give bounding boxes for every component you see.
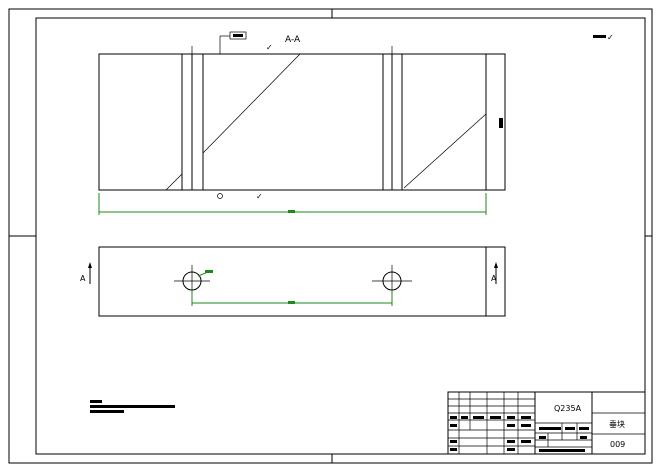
section-view-a-a [98,46,506,191]
hole-callout [197,270,213,277]
svg-text:A: A [491,274,497,283]
general-roughness-symbol: ✓ [607,33,614,42]
frame-center-marks [9,9,652,463]
section-arrow-right: A [491,262,498,284]
title-part-name: 垂块 [609,419,625,429]
general-roughness-note: ✓ [593,33,614,42]
right-side-mark [499,118,503,128]
title-material: Q235A [554,404,582,413]
svg-text:A: A [80,274,86,283]
section-arrow-left: A [80,262,92,284]
dimension-overall-length [98,193,487,215]
technical-notes [90,400,175,413]
callout-leader [219,31,247,54]
roughness-symbol-top: ✓ [266,43,273,52]
dimension-hole-spacing [191,290,393,306]
title-block: Q235A 垂块 009 [447,391,646,455]
section-label: A-A [285,35,301,45]
upper-view-bottom-marks: ✓ [217,192,263,201]
title-drawing-no: 009 [610,440,625,449]
roughness-symbol-bottom: ✓ [256,192,263,201]
